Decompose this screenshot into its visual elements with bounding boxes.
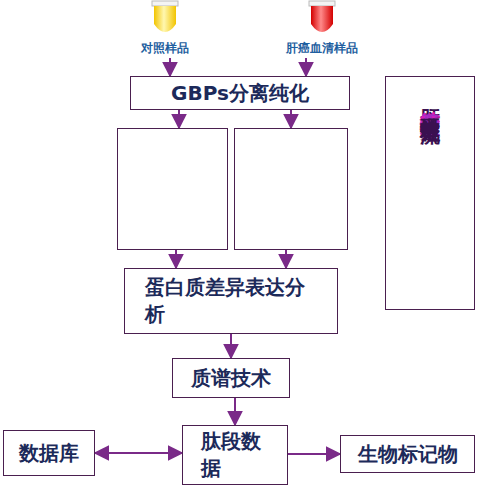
- sample-label: 肝癌血清样品: [262, 40, 382, 57]
- flow-arrow: [234, 398, 236, 425]
- title-char: 组: [418, 101, 442, 102]
- box-label: 蛋白质差异表达分析: [145, 274, 317, 328]
- title-char: 质: [418, 100, 442, 101]
- flow-arrow: [285, 250, 287, 268]
- flow-arrow: [305, 58, 307, 76]
- title-char: 究: [418, 104, 442, 105]
- title-char: 研: [418, 103, 442, 104]
- title-char: 结: [418, 96, 442, 97]
- tube-shape: [262, 0, 382, 40]
- process-box: 肽段数据: [182, 425, 288, 485]
- title-char: 本: [418, 106, 442, 107]
- title-char: 基: [418, 105, 442, 106]
- output-box: 数据库: [3, 430, 95, 476]
- sample-tube: 对照样品: [120, 0, 210, 58]
- flow-arrow: [175, 250, 177, 268]
- flow-arrow: [290, 110, 292, 128]
- title-char: 白: [418, 99, 442, 100]
- box-label: 肽段数据: [201, 428, 269, 482]
- flow-arrow: [230, 334, 232, 358]
- flow-arrow: [95, 452, 182, 454]
- sample-label: 对照样品: [120, 40, 210, 57]
- box-label: 质谱技术: [177, 365, 285, 392]
- title-char: 合: [418, 97, 442, 98]
- sample-panel: [234, 128, 348, 250]
- sample-panel: [117, 128, 228, 250]
- box-label: 数据库: [8, 440, 90, 467]
- diagram-title: 肝癌糖结合蛋白质组学研究基本流程: [415, 93, 445, 293]
- process-box: GBPs分离纯化: [130, 76, 350, 110]
- process-box: 蛋白质差异表达分析: [124, 268, 338, 334]
- title-char: 蛋: [418, 98, 442, 99]
- process-box: 质谱技术: [172, 358, 290, 398]
- title-char: 癌: [418, 94, 442, 95]
- flow-arrow: [169, 58, 171, 76]
- sample-tube: 肝癌血清样品: [262, 0, 382, 58]
- title-char: 学: [418, 102, 442, 103]
- title-char: 肝: [418, 93, 442, 94]
- box-label: 生物标记物: [345, 441, 470, 468]
- tube-shape: [120, 0, 210, 40]
- flow-arrow: [288, 453, 340, 455]
- title-char: 程: [418, 108, 442, 109]
- box-label: GBPs分离纯化: [135, 80, 345, 107]
- title-char: 糖: [418, 95, 442, 96]
- title-char: 流: [418, 107, 442, 108]
- title-frame: 肝癌糖结合蛋白质组学研究基本流程: [385, 76, 475, 310]
- flow-arrow: [178, 110, 180, 128]
- output-box: 生物标记物: [340, 435, 475, 473]
